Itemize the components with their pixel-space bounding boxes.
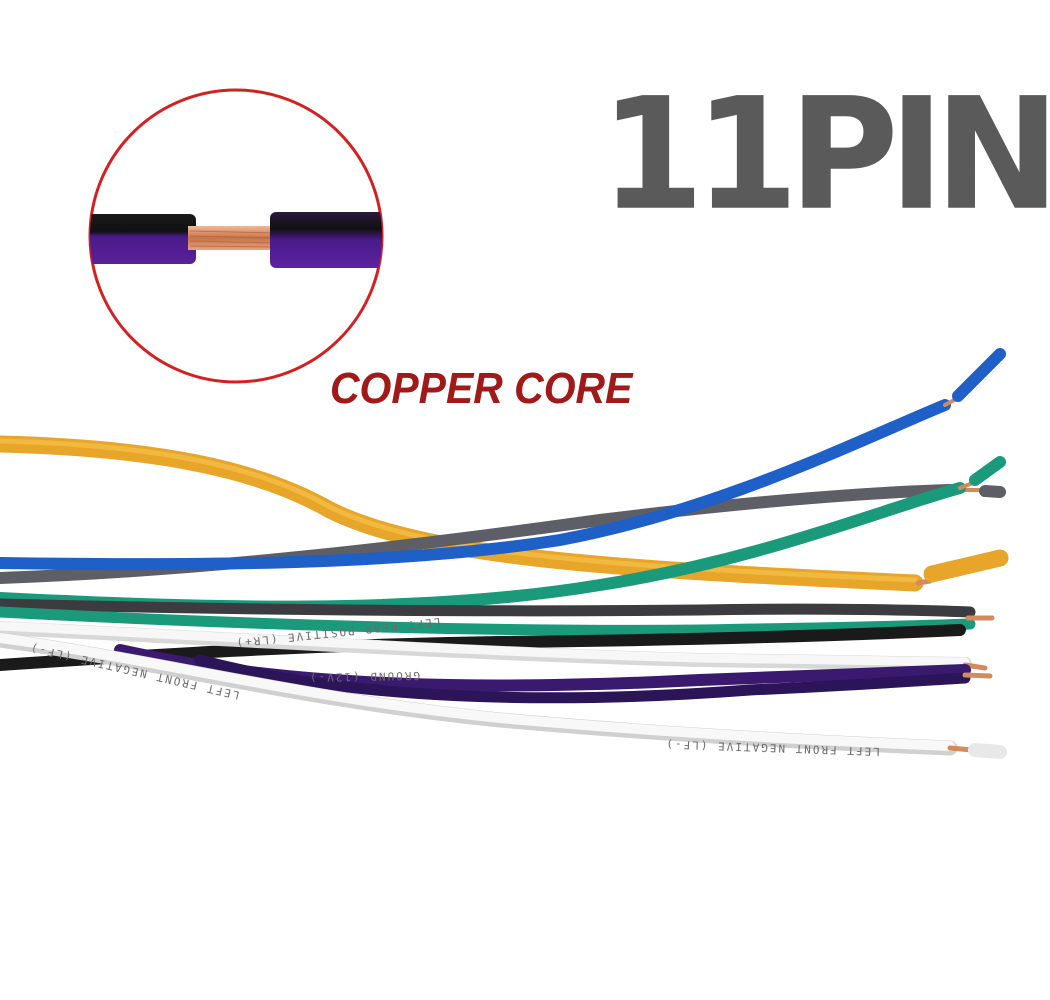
wire-green-lower [0,606,976,636]
wire-blue [0,399,951,571]
wire-purple-b [194,654,971,704]
wire-yellow [0,435,924,592]
wire-harness-photo: LEFT REAR POSITIVE (LR+) LEFT FRONT NEGA… [0,88,1009,759]
insulation-left [90,214,196,264]
copper-core-inset [88,88,384,384]
wire-yellow-end [923,549,1009,583]
pin-count-title: 11PIN [600,65,1050,245]
wire-dark-gray [0,598,976,618]
wire-bundle [0,348,1009,759]
insulation-right [270,212,382,268]
print-black: GROUND (12V-) [308,669,420,684]
copper-core-caption: COPPER CORE [330,364,633,413]
